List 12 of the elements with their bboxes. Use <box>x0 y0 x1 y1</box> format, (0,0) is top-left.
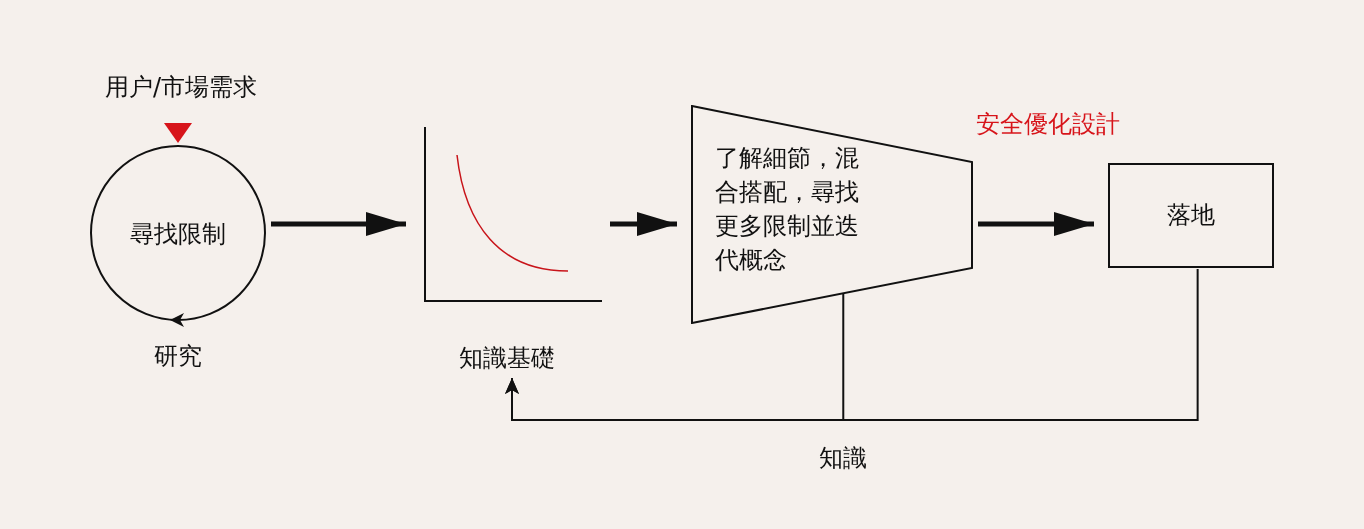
arrow <box>271 212 406 236</box>
feedback-arrow <box>505 268 1199 421</box>
label: 知識 <box>819 443 867 474</box>
node-text: 用户/市場需求 <box>90 70 272 106</box>
arrow <box>610 212 677 236</box>
node-label: 知識基礎 <box>459 343 555 374</box>
process-box: 落地 <box>1108 163 1274 268</box>
heading: 安全優化設計 <box>976 109 1120 140</box>
node-label: 研究 <box>154 341 202 372</box>
node-text: 尋找限制 <box>129 219 227 250</box>
arrow <box>978 212 1094 236</box>
node-text: 了解細節，混合搭配，尋找更多限制並迭代概念 <box>715 143 860 276</box>
